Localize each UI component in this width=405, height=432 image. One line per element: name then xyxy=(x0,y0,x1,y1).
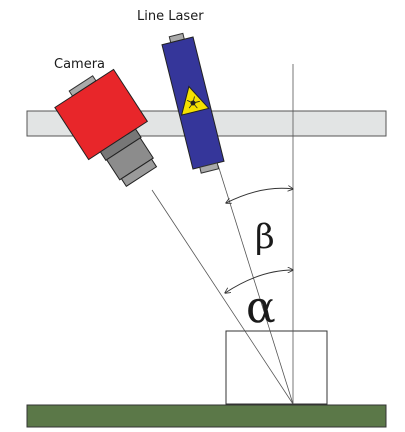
line-laser xyxy=(161,32,225,174)
camera-sight-line xyxy=(151,189,294,405)
ground-plate xyxy=(26,404,387,428)
beta-symbol: β xyxy=(255,217,275,257)
beta-angle-arc xyxy=(226,188,293,203)
laser-bottom-cap xyxy=(199,162,220,174)
alpha-symbol: α xyxy=(246,282,276,333)
sample-object xyxy=(225,330,328,405)
camera-lens-front xyxy=(120,158,158,188)
camera-label: Camera xyxy=(54,57,105,72)
line-laser-label: Line Laser xyxy=(137,9,204,24)
laser-hazard-icon xyxy=(180,85,210,116)
camera xyxy=(54,68,158,188)
alpha-angle-arc xyxy=(225,270,293,293)
